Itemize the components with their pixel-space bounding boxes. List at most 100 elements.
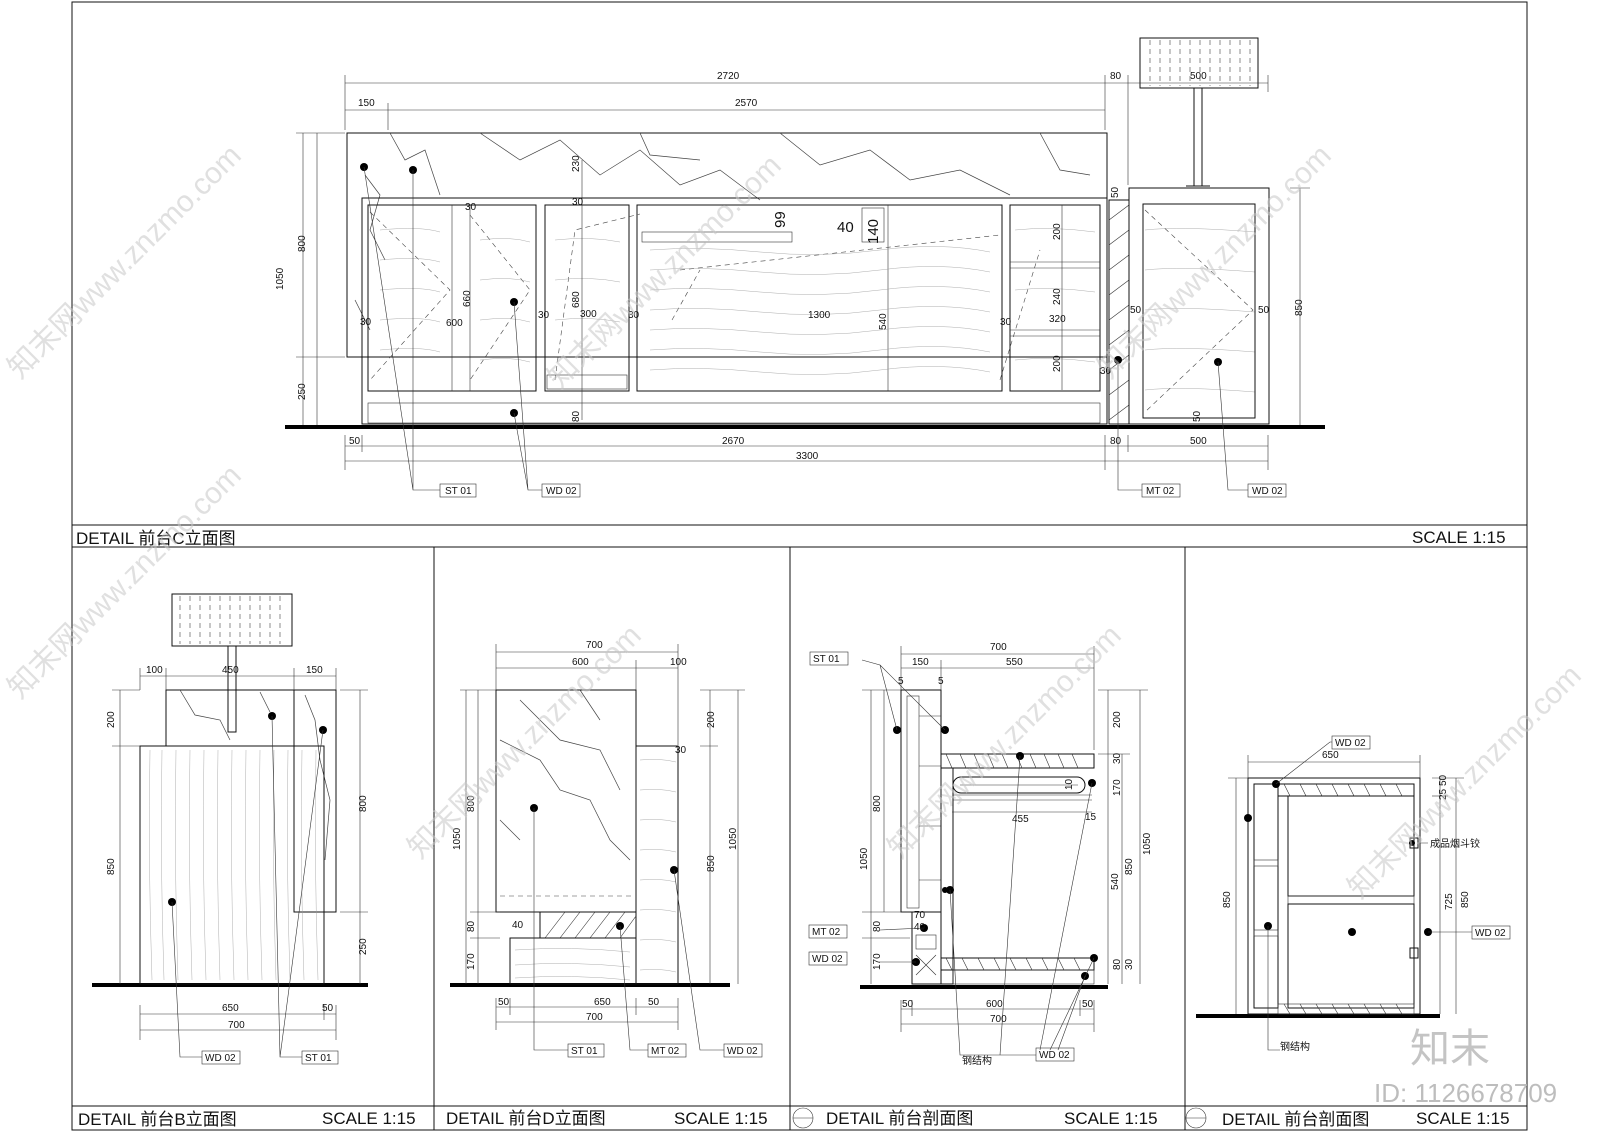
material-tag: 成品烟斗铰 [1430, 837, 1480, 850]
dim-text: 250 [358, 938, 369, 955]
dim-text: 170 [1112, 779, 1123, 796]
lamp-icon [171, 593, 293, 733]
b-cabinet [139, 745, 325, 985]
image-id: ID: 1126678709 [1374, 1078, 1557, 1108]
dim-text: 50 [349, 436, 361, 447]
dim-text: 15 [1085, 812, 1097, 823]
dim-text: 600 [986, 999, 1003, 1010]
dim-text: 800 [358, 795, 369, 812]
dim-text: 80 [1112, 958, 1123, 970]
dim-text: 300 [580, 309, 597, 320]
material-tag: ST 01 [571, 1046, 598, 1057]
dim-text: 650 [222, 1003, 239, 1014]
side-cabinet [1128, 187, 1270, 425]
dim-text: 1050 [859, 847, 870, 870]
panel-scale: SCALE 1:15 [322, 1109, 416, 1128]
dim-text: 540 [1110, 873, 1121, 890]
dim-text: 230 [571, 155, 582, 172]
dim-text: 3300 [796, 451, 819, 462]
watermark-text: 知末网www.znzmo.com [402, 619, 648, 865]
dim-text: 550 [1006, 657, 1023, 668]
elevation-c: 2720 80 500 150 2570 1050 800 250 230 30… [275, 37, 1325, 498]
elevation-d: 700 600 100 200 30 1050 800 850 1050 80 … [450, 640, 763, 1058]
dim-text: 725 [1444, 893, 1455, 910]
watermark-text: 知末网www.znzmo.com [542, 149, 788, 395]
dim-text: 2570 [735, 98, 758, 109]
dim-text: 25 [1438, 788, 1449, 800]
dim-text: 5 [898, 676, 904, 687]
dim-text: 100 [146, 665, 163, 676]
dim-text: 700 [586, 640, 603, 651]
panel-scale: SCALE 1:15 [1064, 1109, 1158, 1128]
dim-text: 40 [837, 219, 854, 236]
dim-text: 320 [1049, 314, 1066, 325]
dim-text: 150 [912, 657, 929, 668]
dim-text: 850 [1124, 858, 1135, 875]
dim-text: 650 [1322, 750, 1339, 761]
material-tag: WD 02 [1475, 928, 1506, 939]
dim-text: 80 [571, 410, 582, 422]
material-tag: MT 02 [812, 927, 841, 938]
dim-text: 170 [872, 953, 883, 970]
dim-text: 700 [990, 1014, 1007, 1025]
dim-text: 30 [465, 202, 477, 213]
dim-text: 50 [1258, 305, 1270, 316]
dim-text: 1050 [452, 827, 463, 850]
material-tag: MT 02 [1146, 486, 1175, 497]
dim-text: 30 [1112, 752, 1123, 764]
dim-text: 140 [865, 219, 882, 244]
dim-text: 1300 [808, 310, 831, 321]
dim-text: 1050 [1142, 832, 1153, 855]
material-tag: WD 02 [812, 954, 843, 965]
watermark-text: 知末网www.znzmo.com [2, 459, 248, 705]
material-tag: WD 02 [1039, 1050, 1070, 1061]
dim-text: 200 [1112, 711, 1123, 728]
material-tag: MT 02 [651, 1046, 680, 1057]
dim-text: 850 [706, 855, 717, 872]
dim-text: 30 [1100, 366, 1112, 377]
panel-scale: SCALE 1:15 [674, 1109, 768, 1128]
material-tag: ST 01 [305, 1053, 332, 1064]
dim-text: 540 [878, 313, 889, 330]
dim-text: 850 [1460, 891, 1471, 908]
dim-text: 80 [872, 920, 883, 932]
dim-text: 50 [1110, 186, 1121, 198]
panel-scale: SCALE 1:15 [1416, 1109, 1510, 1128]
lamp-icon [1139, 37, 1259, 187]
dim-text: 30 [360, 317, 372, 328]
dim-text: 150 [358, 98, 375, 109]
sheet-frames [71, 1, 1528, 1131]
material-tag: WD 02 [727, 1046, 758, 1057]
dim-text: 100 [670, 657, 687, 668]
dim-text: 30 [628, 310, 640, 321]
dim-text: 850 [106, 858, 117, 875]
dim-text: 80 [466, 920, 477, 932]
dim-text: 50 [902, 999, 914, 1010]
dim-text: 660 [462, 290, 473, 307]
dim-text: 700 [586, 1012, 603, 1023]
panel-title: DETAIL 前台剖面图 [826, 1109, 973, 1128]
dim-text: 30 [1124, 958, 1135, 970]
dim-text: 700 [990, 642, 1007, 653]
dim-text: 10 [1064, 778, 1075, 790]
dim-text: 200 [1052, 223, 1063, 240]
dim-text: 850 [1294, 299, 1305, 316]
dim-text: 1050 [275, 267, 286, 290]
dim-text: 680 [571, 291, 582, 308]
dim-text: 200 [106, 711, 117, 728]
dim-text: 200 [706, 711, 717, 728]
dim-text: 30 [675, 745, 687, 756]
dim-text: 500 [1190, 71, 1207, 82]
dim-text: 70 [914, 910, 926, 921]
watermark-text: 知末网www.znzmo.com [2, 139, 248, 385]
elevation-b: 100 450 150 200 800 850 250 650 50 700 W… [92, 593, 369, 1065]
main-cabinet [361, 197, 1108, 425]
dim-text: 800 [872, 795, 883, 812]
dim-text: 5 [938, 676, 944, 687]
material-tag: WD 02 [1335, 738, 1366, 749]
metal-column [1108, 199, 1130, 425]
dim-text: 50 [498, 997, 510, 1008]
watermark-text: 知末网www.znzmo.com [1342, 659, 1588, 905]
dim-text: 450 [222, 665, 239, 676]
